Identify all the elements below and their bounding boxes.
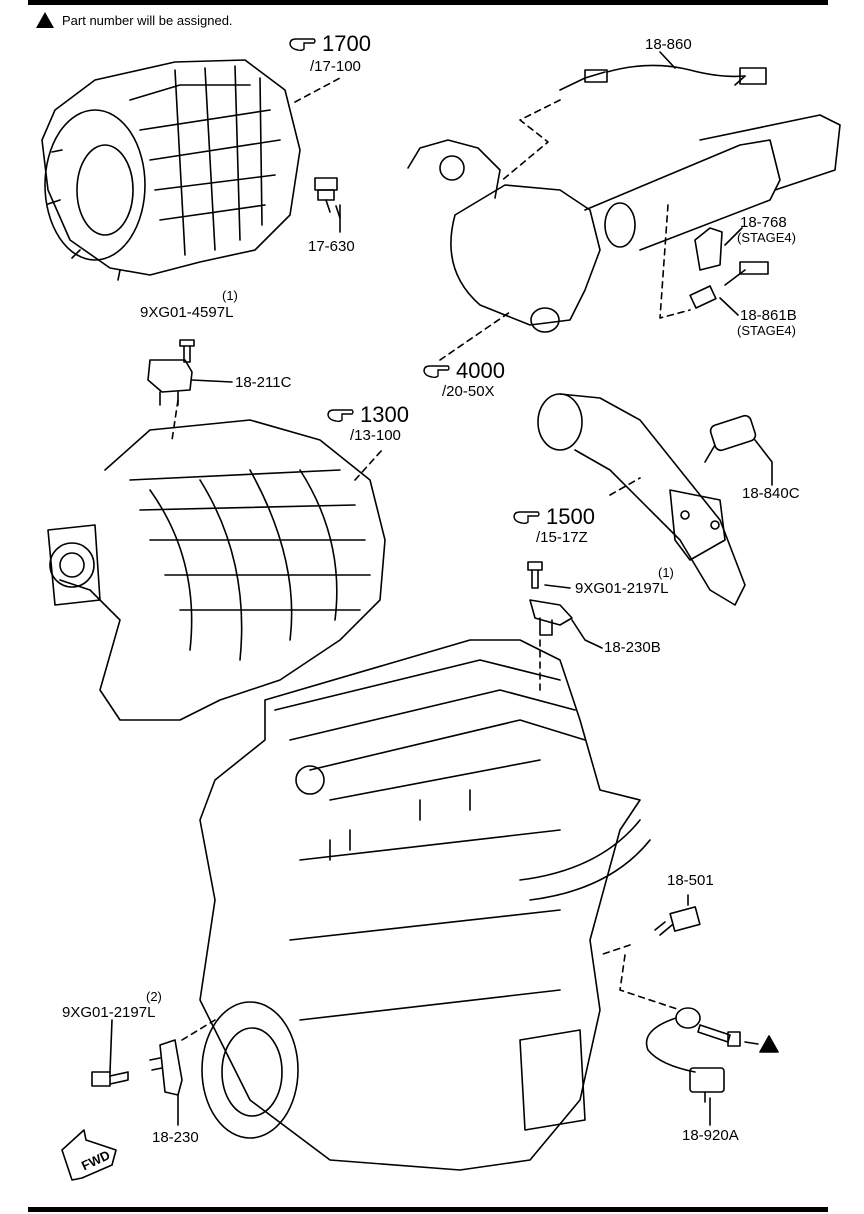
leader-18-768: [719, 227, 743, 316]
group-1500-number: 1500: [546, 504, 595, 529]
sensor-18-860-drawing: [559, 64, 767, 91]
bolt-2197l-top-drawing: [527, 561, 543, 589]
sensor-18-840c-drawing: [704, 414, 757, 463]
group-ref-1700: 1700: [288, 33, 371, 55]
intake-manifold-drawing: [47, 419, 386, 721]
leader-2197l-bottom: [109, 1019, 113, 1073]
bottom-border: [28, 1207, 828, 1212]
water-outlet-drawing: [537, 393, 746, 606]
fwd-arrow-icon: FWD: [61, 1129, 117, 1181]
leader-2197l-top: [544, 584, 571, 589]
group-1300-number: 1300: [360, 402, 409, 427]
leader-1300: [354, 449, 383, 481]
bolt-4597l-drawing: [179, 339, 195, 363]
part-18-230b: 18-230B: [604, 639, 661, 656]
sensor-18-230b-drawing: [529, 599, 573, 636]
leader-18-860-dashed: [499, 99, 561, 183]
part-18-768: 18-768: [740, 214, 787, 231]
pointing-hand-icon: [513, 511, 540, 525]
bolt-2197l-top: 9XG01-2197L: [575, 580, 669, 597]
fwd-label: FWD: [79, 1147, 112, 1173]
group-4000-sub: /20-50X: [442, 383, 495, 400]
part-18-860: 18-860: [645, 36, 692, 53]
leader-211c: [191, 379, 233, 383]
part-18-861b-stage: (STAGE4): [737, 323, 796, 338]
leader-840c: [754, 439, 773, 486]
group-4000-number: 4000: [456, 358, 505, 383]
pointing-hand-icon: [327, 409, 354, 423]
part-18-920a: 18-920A: [682, 1127, 739, 1144]
sensor-18-501-drawing: [654, 906, 701, 936]
transmission-drawing: [41, 59, 301, 281]
leader-211c-dashed: [171, 399, 179, 441]
part-18-211c: 18-211C: [235, 374, 292, 391]
bolt-2197l-bottom: 9XG01-2197L: [62, 1004, 156, 1021]
leader-unassigned: [744, 1041, 759, 1045]
leader-18-501-dashed: [599, 944, 631, 956]
sensor-18-230-drawing: [149, 1039, 183, 1096]
part-17-630: 17-630: [308, 238, 355, 255]
part-18-861b: 18-861B: [740, 307, 797, 324]
group-1500-sub: /15-17Z: [536, 529, 588, 546]
catalyst-drawing: [407, 114, 841, 333]
group-1300-sub: /13-100: [350, 427, 401, 444]
leader-18-860: [659, 51, 676, 69]
part-18-501: 18-501: [667, 872, 714, 889]
sensor-18-920a-drawing: [645, 1007, 725, 1103]
triangle-icon: [759, 1035, 779, 1053]
leader-4000: [439, 311, 511, 361]
bolt-unassigned-drawing: [697, 1024, 741, 1047]
bolt-2197l-bottom-qty: (2): [146, 989, 162, 1004]
leader-1700: [294, 77, 341, 103]
assign-note-text: Part number will be assigned.: [62, 12, 233, 28]
part-18-230: 18-230: [152, 1129, 199, 1146]
leader-18-861b-dashed: [659, 204, 691, 319]
group-1700-sub: /17-100: [310, 58, 361, 75]
leader-920a-dashed: [619, 954, 681, 1011]
group-ref-1500: 1500: [512, 506, 595, 528]
group-ref-4000: 4000: [422, 360, 505, 382]
group-1700-number: 1700: [322, 31, 371, 56]
sensor-18-861b-drawing: [689, 227, 769, 309]
leader-18-230-dashed: [181, 1019, 216, 1041]
sensor-17-630-drawing: [314, 177, 341, 219]
assign-note: Part number will be assigned.: [36, 12, 233, 28]
leader-1500: [609, 477, 641, 496]
leader-230b: [571, 619, 603, 649]
bolt-2197l-bottom-drawing: [91, 1071, 129, 1087]
group-ref-1300: 1300: [326, 404, 409, 426]
triangle-icon: [36, 12, 54, 28]
pointing-hand-icon: [289, 38, 316, 52]
pointing-hand-icon: [423, 365, 450, 379]
bolt-4597l-qty: (1): [222, 288, 238, 303]
sensor-18-211c-drawing: [147, 359, 193, 406]
part-18-768-stage: (STAGE4): [737, 230, 796, 245]
engine-block-drawing: [199, 639, 651, 1171]
part-18-840c: 18-840C: [742, 485, 800, 502]
bolt-4597l: 9XG01-4597L: [140, 304, 234, 321]
top-border: [28, 0, 828, 5]
bolt-2197l-top-qty: (1): [658, 565, 674, 580]
